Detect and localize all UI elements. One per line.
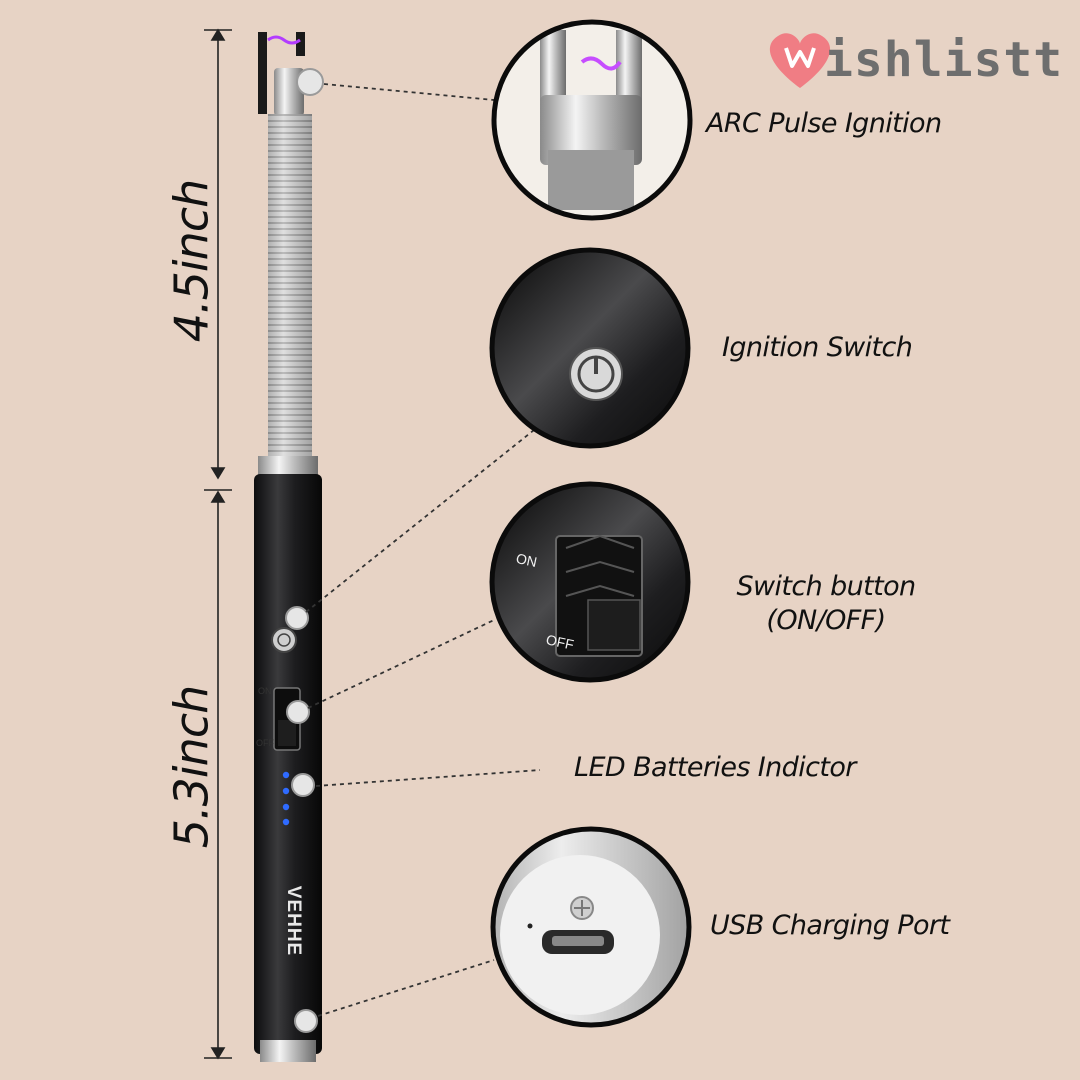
lighter-tip: [258, 32, 305, 116]
feature-label-led-indicator: LED Batteries Indictor: [574, 752, 856, 783]
closeup-slide-switch: [489, 481, 691, 683]
closeup-power-button: [489, 247, 691, 449]
callout-markers: [285, 68, 324, 1033]
closeup-arc-tip: [491, 19, 693, 221]
feature-label-usb-port: USB Charging Port: [710, 910, 950, 941]
feature-label-switch-button: Switch button (ON/OFF): [726, 570, 926, 638]
brand-wordmark: ishlistt: [824, 32, 1064, 88]
body-brand-mark: VEHHE: [283, 885, 305, 957]
bottom-length-label: 5.3inch: [164, 685, 219, 849]
brand-heart-logo: [769, 33, 831, 88]
dimension-lines: [204, 28, 232, 1060]
connector-lines: [305, 83, 541, 1017]
feature-label-switch-button-line1: Switch button: [736, 571, 916, 602]
feature-label-switch-button-line2: (ON/OFF): [766, 605, 886, 636]
feature-label-arc-ignition: ARC Pulse Ignition: [706, 108, 942, 139]
metal-collar: [258, 456, 318, 476]
feature-label-ignition-switch: Ignition Switch: [722, 332, 913, 363]
lighter-body: [254, 474, 322, 1054]
body-switch-off-label: OFF: [256, 738, 274, 748]
closeup-usb-port: [490, 826, 692, 1028]
body-switch-on-label: ON: [258, 686, 272, 696]
top-length-label: 4.5inch: [164, 179, 219, 343]
led-dots: [282, 771, 290, 826]
